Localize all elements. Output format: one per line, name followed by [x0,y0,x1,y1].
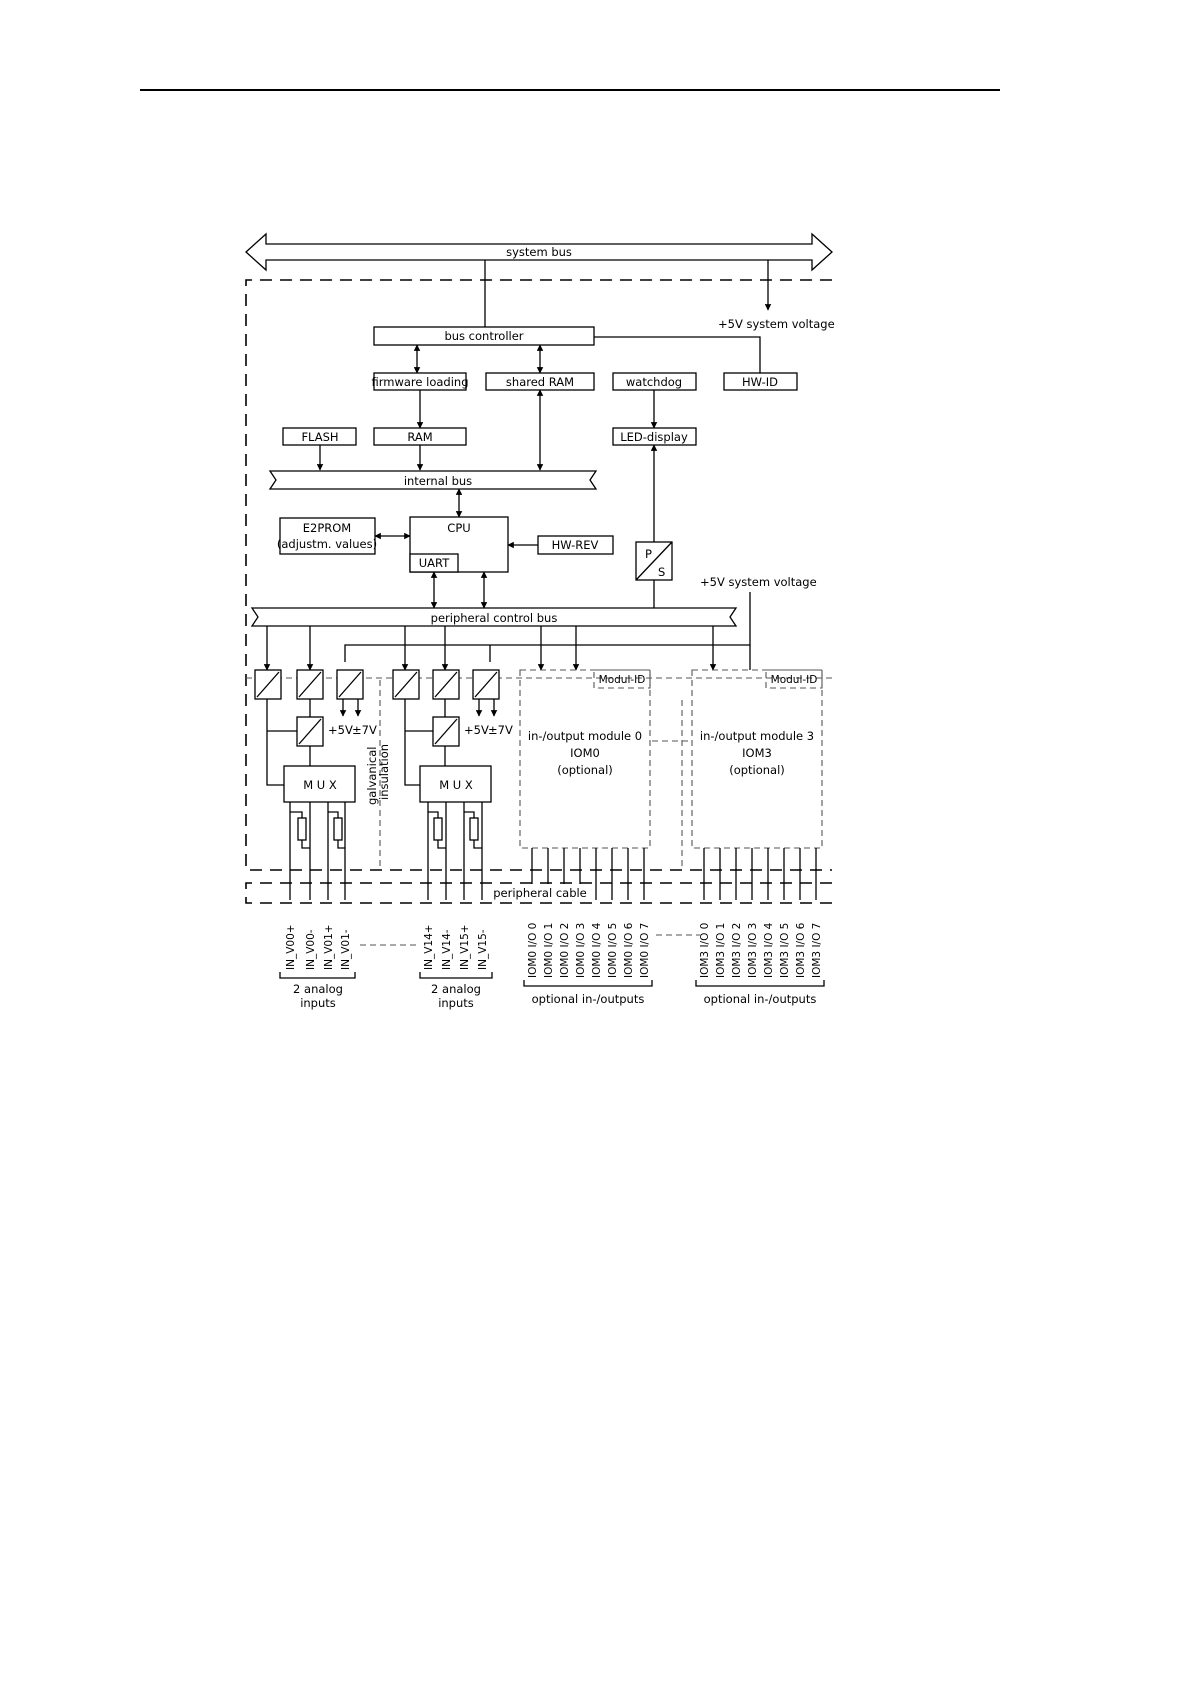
brace-analog-a [279,972,356,979]
ram-label: RAM [407,430,432,444]
module-frame [245,279,832,871]
analog-a-label-2: inputs [300,996,336,1010]
analog-inputs-b-wiring [427,802,483,900]
iom3-optional: (optional) [729,763,785,777]
iom3-box [691,669,823,849]
pin-iom3-io5: IOM3 I/O 5 [779,923,791,978]
peripheral-cable-label: peripheral cable [493,886,587,900]
iom0-name: IOM0 [570,746,600,760]
pin-in-v01p: IN_V01+ [323,924,335,970]
e2prom-label: E2PROM [303,521,351,535]
e2prom-box [279,517,376,555]
analog-a-label-1: 2 analog [293,982,343,996]
peripheral-control-bus [250,607,738,627]
pm7v-a-label: ±7V [352,723,377,737]
mux-b-label: M U X [439,778,473,792]
pin-iom0-io0: IOM0 I/O 0 [527,923,539,978]
plus5v-a-label: +5V [328,723,353,737]
bus-controller-box [373,326,595,346]
iom3-io-lines [703,848,817,900]
firmware-loading-label: firmware loading [372,375,469,389]
line-iso-a-left [266,699,284,786]
pin-iom3-io7: IOM3 I/O 7 [811,923,823,978]
brace-optional-io-0 [523,980,653,987]
pin-iom3-io2: IOM3 I/O 2 [731,923,743,978]
iom3-name: IOM3 [742,746,772,760]
pin-iom0-io3: IOM0 I/O 3 [575,923,587,978]
pin-in-v14m: IN_V14- [441,929,453,970]
pin-in-v15m: IN_V15- [477,929,489,970]
ps-s-label: S [658,565,665,579]
modul-id-0-label: Modul-ID [599,674,646,686]
pin-iom3-io6: IOM3 I/O 6 [795,922,807,978]
peripheral-cable-bg [495,884,585,900]
pin-in-v00m: IN_V00- [305,929,317,970]
pin-iom3-io3: IOM3 I/O 3 [747,923,759,978]
shared-ram-label: shared RAM [506,375,574,389]
line-iso-b-left [404,699,420,786]
analog-b-label-1: 2 analog [431,982,481,996]
plus5v-b-label: +5V [464,723,489,737]
iom0-optional: (optional) [557,763,613,777]
line-5v-mid [344,592,751,662]
ps-p-label: P [645,547,652,561]
system-bus-arrow [245,232,833,272]
sys-voltage-mid-label: +5V system voltage [700,575,817,589]
iom0-title: in-/output module 0 [528,729,642,743]
mux-a-box [283,765,356,803]
system-bus-label: system bus [506,245,572,259]
isolators-a [254,669,364,747]
iom0-box [519,669,651,849]
peripheral-control-bus-label: peripheral control bus [431,611,558,625]
pin-iom0-io5: IOM0 I/O 5 [607,923,619,978]
e2prom-sub-label: (adjustm. values) [277,537,377,551]
led-display-label: LED-display [620,430,688,444]
modul-id-0-box [593,669,651,689]
uart-label: UART [419,556,450,570]
pin-iom0-io4: IOM0 I/O 4 [591,922,603,978]
pin-in-v01m: IN_V01- [340,929,352,970]
hw-id-box [723,372,798,391]
galvanical-label: galvanical [365,747,379,805]
pm7v-b-label: ±7V [488,723,513,737]
bus-controller-label: bus controller [444,329,523,343]
mux-a-label: M U X [303,778,337,792]
iom3-title: in-/output module 3 [700,729,814,743]
hw-rev-label: HW-REV [552,538,599,552]
ps-converter-diagonal [635,541,673,581]
pin-iom3-io0: IOM3 I/O 0 [699,923,711,978]
insulation-label: insulation [377,744,391,800]
optional-io-3-label: optional in-/outputs [704,992,817,1006]
internal-bus-label: internal bus [404,474,472,488]
analog-inputs-a-wiring [289,802,346,900]
brace-analog-b [419,972,493,979]
pin-iom0-io1: IOM0 I/O 1 [543,923,555,978]
optional-io-0-label: optional in-/outputs [532,992,645,1006]
pin-iom0-io2: IOM0 I/O 2 [559,923,571,978]
line-hwid-busctrl [594,336,761,373]
brace-optional-io-3 [695,980,825,987]
pin-iom0-io6: IOM0 I/O 6 [623,922,635,978]
hw-id-label: HW-ID [742,375,778,389]
mux-b-box [419,765,492,803]
pin-in-v15p: IN_V15+ [459,924,471,970]
pin-iom0-io7: IOM0 I/O 7 [639,923,651,978]
pin-in-v00p: IN_V00+ [285,924,297,970]
sys-voltage-top-label: +5V system voltage [718,317,835,331]
pin-in-v14p: IN_V14+ [423,924,435,970]
internal-bus [268,470,598,490]
analog-b-label-2: inputs [438,996,474,1010]
modul-id-3-box [765,669,823,689]
pin-iom3-io1: IOM3 I/O 1 [715,923,727,978]
flash-label: FLASH [301,430,338,444]
modul-id-3-label: Modul-ID [771,674,818,686]
watchdog-label: watchdog [626,375,682,389]
cpu-label: CPU [447,521,470,535]
pin-iom3-io4: IOM3 I/O 4 [763,922,775,978]
